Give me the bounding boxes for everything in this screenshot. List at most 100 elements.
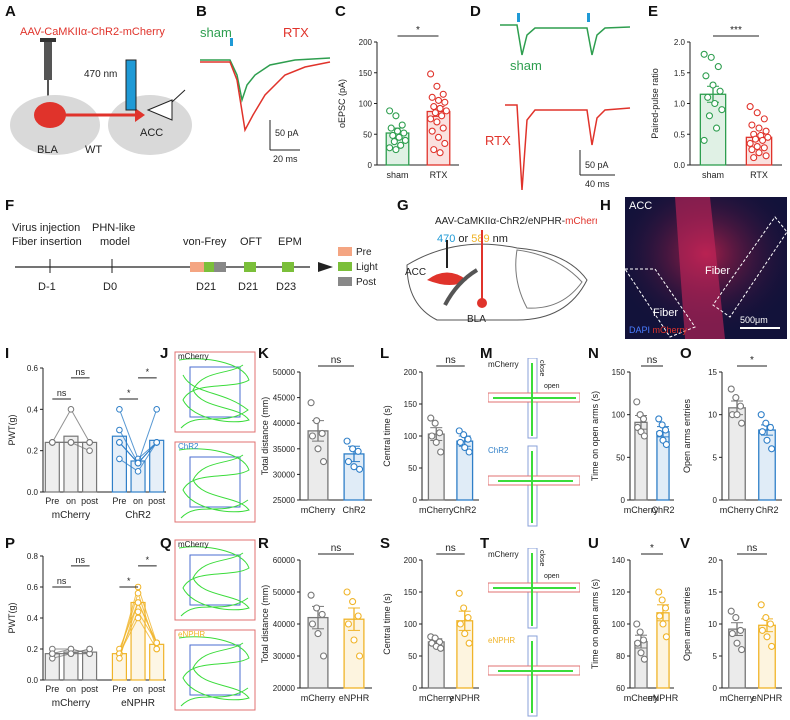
data-point xyxy=(461,443,469,452)
y-axis-label: Paired-pulse ratio xyxy=(650,68,660,139)
y-tick-label: 35000 xyxy=(273,445,296,454)
locomotion-track xyxy=(493,553,576,626)
sig-label: * xyxy=(146,555,150,565)
data-point xyxy=(762,614,770,622)
data-point xyxy=(639,636,648,644)
data-point xyxy=(431,109,439,117)
cerebellum-outline xyxy=(515,249,583,309)
x-tick-label: mCherry xyxy=(419,693,454,703)
data-point xyxy=(766,620,775,628)
data-point xyxy=(439,90,447,98)
sham-trace xyxy=(500,24,631,56)
x-tick-label: post xyxy=(148,496,166,506)
data-point xyxy=(343,437,351,445)
data-point xyxy=(67,439,75,446)
data-point xyxy=(395,133,403,141)
y-tick-label: 40000 xyxy=(273,419,296,428)
data-point xyxy=(736,402,745,410)
data-point xyxy=(655,415,663,423)
x-tick-label: post xyxy=(81,496,99,506)
data-point xyxy=(431,419,439,427)
panel-f-timeline: Virus injection Fiber insertion PHN-like… xyxy=(12,222,378,293)
sig-label: * xyxy=(416,25,420,36)
data-point xyxy=(658,421,666,429)
data-point xyxy=(436,104,444,112)
data-point xyxy=(758,428,766,436)
data-point xyxy=(465,639,473,647)
x-tick-label: on xyxy=(66,684,76,694)
group-label: mCherry xyxy=(52,510,90,521)
x-tick-label: mCherry xyxy=(720,505,755,515)
fiber-tract xyxy=(443,268,479,306)
light-pulse-icon xyxy=(517,13,520,22)
data-point xyxy=(733,411,741,419)
x-tick-label: mCherry xyxy=(419,505,454,515)
y-axis-label: PWT(g) xyxy=(7,603,17,634)
data-point xyxy=(746,139,754,148)
data-point xyxy=(465,448,473,456)
bar xyxy=(44,441,60,493)
y-tick-label: 30000 xyxy=(273,470,296,479)
panel-label-k: K xyxy=(258,345,269,362)
x-tick-label: Pre xyxy=(112,684,126,694)
mcherry-signal xyxy=(675,197,725,339)
data-point xyxy=(764,133,772,141)
j-chr2-label: ChR2 xyxy=(178,442,199,451)
panel-label-i: I xyxy=(5,345,10,362)
data-point xyxy=(738,419,746,427)
sham-trace xyxy=(200,57,331,103)
data-point xyxy=(711,99,719,108)
sig-label: * xyxy=(127,388,131,398)
sig-label: ns xyxy=(445,355,456,366)
legend-post: Post xyxy=(356,277,376,288)
data-point xyxy=(727,385,735,393)
data-point xyxy=(768,642,776,650)
sig-label: *** xyxy=(730,25,742,36)
t-mcherry-label: mCherry xyxy=(488,550,519,559)
y-tick-label: 200 xyxy=(359,38,373,47)
locomotion-track xyxy=(498,641,573,713)
legend-swatch-pre xyxy=(338,247,352,256)
panel-t-epm: mCherry eNPHR close open xyxy=(487,547,581,718)
bar xyxy=(634,640,648,689)
light-block xyxy=(244,262,256,272)
f-event-phn: PHN-like xyxy=(92,222,135,234)
bar xyxy=(728,628,746,689)
data-point xyxy=(49,650,56,657)
data-point xyxy=(354,612,362,620)
data-point xyxy=(430,146,438,154)
bla-region xyxy=(34,102,66,128)
data-point xyxy=(308,620,317,628)
f-day-d23: D23 xyxy=(276,281,296,293)
x-tick-label: sham xyxy=(702,170,724,180)
data-point xyxy=(456,438,464,446)
y-axis-label: Time on open arms (s) xyxy=(590,579,600,669)
y-tick-label: 0 xyxy=(713,684,718,693)
data-point xyxy=(116,439,123,446)
y-tick-label: 5 xyxy=(713,453,718,462)
x-tick-label: sham xyxy=(386,170,408,180)
panel-label-c: C xyxy=(335,3,346,20)
x-tick-label: Pre xyxy=(45,684,59,694)
bla-region xyxy=(477,298,487,308)
x-tick-label: RTX xyxy=(750,170,768,180)
y-tick-label: 0 xyxy=(713,496,718,505)
m-close-label: close xyxy=(538,360,545,377)
data-point xyxy=(308,432,317,440)
data-point xyxy=(313,417,321,425)
y-axis-label: Open arms entries xyxy=(682,586,692,661)
panel-g-schematic: AAV-CaMKIIα-ChR2/eNPHR-mCherry 470 or 58… xyxy=(405,216,597,325)
y-tick-label: 0.4 xyxy=(27,405,39,414)
a-wt-label: WT xyxy=(85,144,102,156)
locomotion-track xyxy=(178,358,250,429)
y-tick-label: 25000 xyxy=(273,496,296,505)
y-axis-label: Total distance (mm) xyxy=(260,585,270,664)
y-tick-label: 100 xyxy=(612,411,626,420)
g-acc-label: ACC xyxy=(405,267,426,278)
y-axis-label: Time on open arms (s) xyxy=(590,391,600,481)
